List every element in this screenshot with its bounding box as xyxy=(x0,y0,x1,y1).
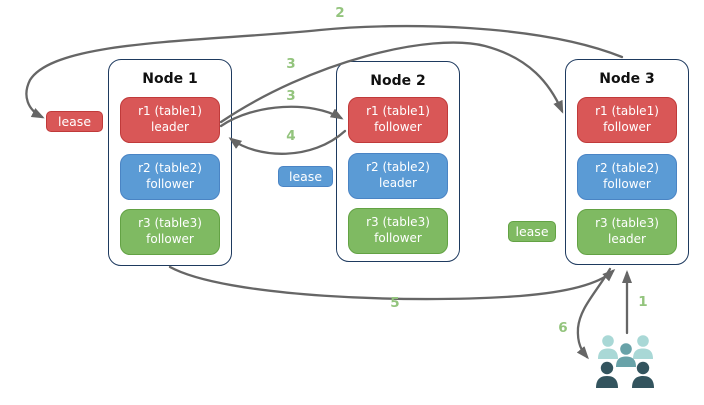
replica-label: r1 (table1) xyxy=(138,104,202,119)
node-3-title: Node 3 xyxy=(599,71,655,87)
clients-people-group-icon xyxy=(596,335,654,388)
step-label-1: 1 xyxy=(638,294,648,310)
replica-role: follower xyxy=(374,120,422,134)
node-2-title: Node 2 xyxy=(370,73,426,89)
replica-role: leader xyxy=(378,176,417,190)
node-3: Node 3 r1 (table1) follower r2 (table2) … xyxy=(565,59,689,265)
replica-label: r2 (table2) xyxy=(138,161,202,176)
replica-label: r3 (table3) xyxy=(366,215,430,230)
replica-label: r3 (table3) xyxy=(138,216,202,231)
node-1-replica-r1: r1 (table1) leader xyxy=(120,97,220,143)
node-1-title: Node 1 xyxy=(142,71,198,87)
step-label-6: 6 xyxy=(558,320,568,336)
node-2-replica-r1: r1 (table1) follower xyxy=(348,97,448,143)
node-1-replica-r3: r3 (table3) follower xyxy=(120,209,220,255)
step-label-5: 5 xyxy=(390,295,400,311)
replica-role: follower xyxy=(146,177,194,191)
replica-role: follower xyxy=(603,120,651,134)
step-label-2: 2 xyxy=(335,5,345,21)
node-2: Node 2 r1 (table1) follower r2 (table2) … xyxy=(336,61,460,262)
node-3-replica-r2: r2 (table2) follower xyxy=(577,154,677,200)
replica-role: follower xyxy=(146,232,194,246)
node-1-replica-r2: r2 (table2) follower xyxy=(120,154,220,200)
replica-role: leader xyxy=(607,232,646,246)
replica-label: r2 (table2) xyxy=(366,160,430,175)
replica-role: follower xyxy=(603,177,651,191)
node-2-replica-r2: r2 (table2) leader xyxy=(348,153,448,199)
replica-label: r3 (table3) xyxy=(595,216,659,231)
lease-badge-r2: lease xyxy=(278,166,333,187)
arrow-step-3-to-node2 xyxy=(219,105,344,128)
node-3-replica-r1: r1 (table1) follower xyxy=(577,97,677,143)
replica-label: r1 (table1) xyxy=(595,104,659,119)
step-label-4: 4 xyxy=(286,128,296,144)
step-label-3a: 3 xyxy=(286,56,296,72)
lease-badge-r3: lease xyxy=(508,221,556,242)
step-label-3b: 3 xyxy=(286,88,296,104)
node-1: Node 1 r1 (table1) leader r2 (table2) fo… xyxy=(108,59,232,266)
replica-label: r1 (table1) xyxy=(366,104,430,119)
replica-role: follower xyxy=(374,231,422,245)
lease-badge-r1: lease xyxy=(46,111,103,132)
replica-label: r2 (table2) xyxy=(595,161,659,176)
replica-role: leader xyxy=(150,120,189,134)
node-2-replica-r3: r3 (table3) follower xyxy=(348,208,448,254)
node-3-replica-r3: r3 (table3) leader xyxy=(577,209,677,255)
